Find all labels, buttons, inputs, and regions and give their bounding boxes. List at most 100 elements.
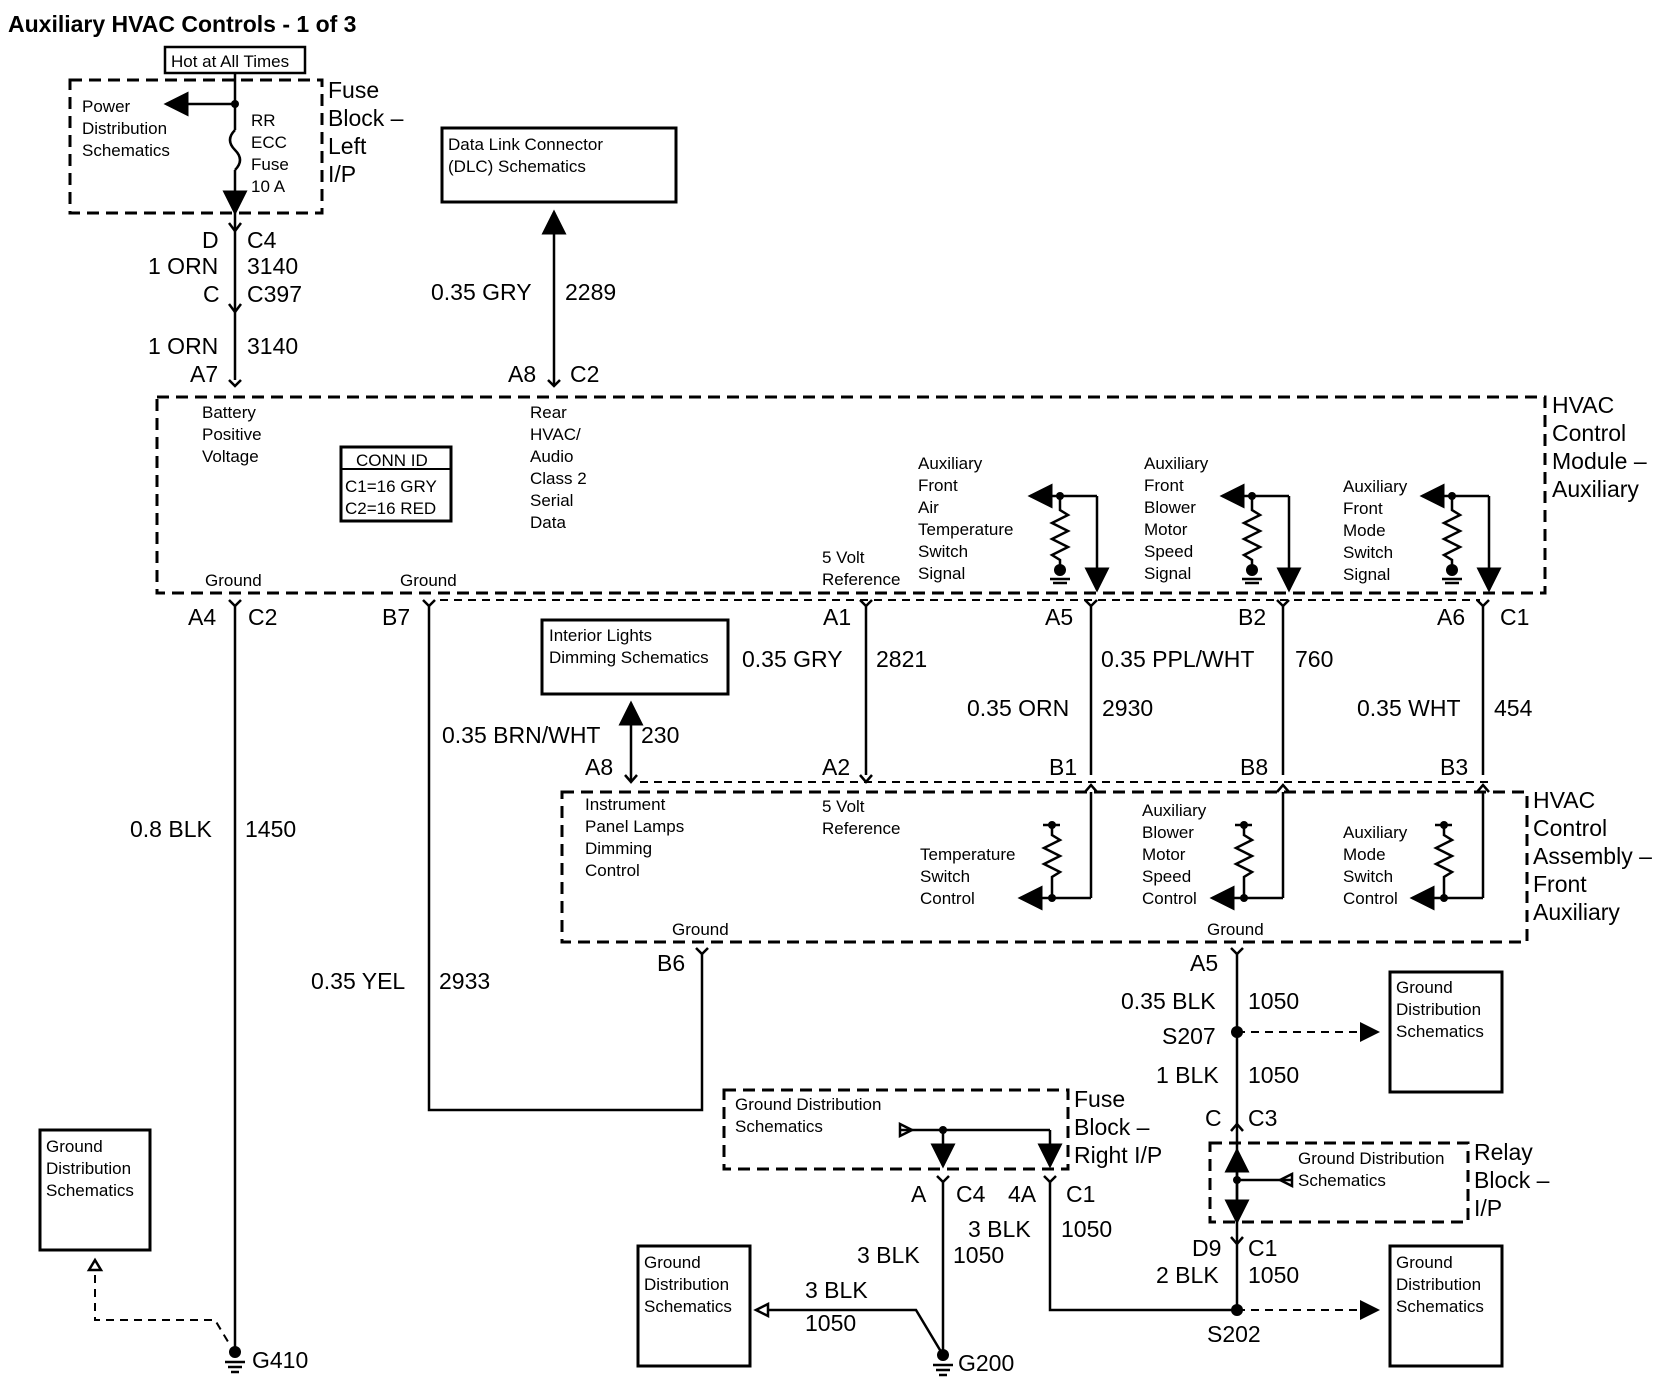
- pin-a6: A6: [1437, 604, 1465, 630]
- pin-c-c3: C: [1205, 1105, 1222, 1131]
- ground-dist-box-s207: Ground Distribution Schematics: [1388, 970, 1504, 1094]
- mode-switch-circuit: [1409, 792, 1485, 911]
- pin-d: D: [202, 227, 219, 253]
- svg-text:Rear: Rear: [530, 403, 567, 422]
- svg-text:ECC: ECC: [251, 133, 287, 152]
- svg-text:Class 2: Class 2: [530, 469, 587, 488]
- mode-signal-label: Auxiliary Front Mode Switch Signal: [1343, 477, 1408, 584]
- pin-a1: A1: [823, 604, 851, 630]
- svg-text:Ground: Ground: [1396, 978, 1453, 997]
- wire-1050c-color: 2 BLK: [1156, 1262, 1219, 1288]
- assembly-five-volt-2: Reference: [822, 819, 900, 838]
- svg-text:Signal: Signal: [1144, 564, 1191, 583]
- svg-text:Speed: Speed: [1142, 867, 1191, 886]
- pin-a8-assembly: A8: [585, 754, 613, 780]
- hvac-control-assembly-box: [560, 790, 1529, 944]
- svg-text:Front: Front: [1343, 499, 1383, 518]
- assembly-ground-2: Ground: [1207, 920, 1264, 939]
- five-volt-ref-label-2: Reference: [822, 570, 900, 589]
- svg-text:Data: Data: [530, 513, 566, 532]
- wire-2930-num: 2930: [1102, 695, 1153, 721]
- wire-3blk-3-num: 1050: [805, 1310, 856, 1336]
- pin-4a: 4A: [1008, 1181, 1037, 1207]
- wire-2933: [427, 606, 704, 1112]
- wire-454-color: 0.35 WHT: [1357, 695, 1461, 721]
- air-temp-signal-label: Auxiliary Front Air Temperature Switch S…: [918, 454, 1013, 583]
- svg-text:Right I/P: Right I/P: [1074, 1142, 1162, 1168]
- relay-block-name: Relay Block – I/P: [1474, 1139, 1550, 1221]
- wire-3blk-1-num: 1050: [1061, 1216, 1112, 1242]
- wire-230-color: 0.35 BRN/WHT: [442, 722, 600, 748]
- svg-text:RR: RR: [251, 111, 276, 130]
- svg-text:10 A: 10 A: [251, 177, 286, 196]
- relay-block-box: [1208, 1141, 1470, 1224]
- svg-text:Control: Control: [585, 861, 640, 880]
- hvac-module-name: HVAC Control Module – Auxiliary: [1552, 392, 1647, 502]
- conn-c4-fuse-right: C4: [956, 1181, 986, 1207]
- ground-g200-symbol: [933, 1349, 953, 1377]
- blower-switch-circuit: [1209, 792, 1285, 911]
- pin-a8-top: A8: [508, 361, 536, 387]
- svg-text:Auxiliary: Auxiliary: [1144, 454, 1209, 473]
- conn-id-box: [339, 445, 453, 523]
- relay-gds-1: Ground Distribution: [1298, 1149, 1444, 1168]
- temp-switch-control-label: Temperature Switch Control: [920, 845, 1015, 908]
- diagram-title: Auxiliary HVAC Controls - 1 of 3: [8, 11, 356, 37]
- wire-1050a-num: 1050: [1248, 988, 1299, 1014]
- conn-id-c2: C2=16 RED: [345, 499, 436, 518]
- pin-b3: B3: [1440, 754, 1468, 780]
- wire-3140b-color: 1 ORN: [148, 333, 218, 359]
- pin-c: C: [203, 281, 220, 307]
- serial-data-label: Rear HVAC/ Audio Class 2 Serial Data: [530, 403, 587, 532]
- wire-3blk-1-color: 3 BLK: [968, 1216, 1031, 1242]
- wire-3140a-num: 3140: [247, 253, 298, 279]
- wire-230-num: 230: [641, 722, 679, 748]
- svg-text:Distribution: Distribution: [1396, 1275, 1481, 1294]
- dlc-label-2: (DLC) Schematics: [448, 157, 586, 176]
- conn-id-title: CONN ID: [356, 451, 428, 470]
- wire-1050b-num: 1050: [1248, 1062, 1299, 1088]
- wire-1050a-color: 0.35 BLK: [1121, 988, 1216, 1014]
- svg-text:Switch: Switch: [1343, 543, 1393, 562]
- svg-text:Distribution: Distribution: [82, 119, 167, 138]
- svg-text:Control: Control: [1533, 815, 1607, 841]
- svg-text:Signal: Signal: [1343, 565, 1390, 584]
- svg-text:Schematics: Schematics: [82, 141, 170, 160]
- air-temp-sensor-circuit: [1027, 483, 1110, 593]
- hvac-assembly-name: HVAC Control Assembly – Front Auxiliary: [1533, 787, 1652, 925]
- dlc-box: [440, 126, 678, 204]
- svg-text:Switch: Switch: [918, 542, 968, 561]
- svg-text:Front: Front: [1533, 871, 1587, 897]
- conn-c4: C4: [247, 227, 277, 253]
- wire-2821-num: 2821: [876, 646, 927, 672]
- svg-text:Temperature: Temperature: [918, 520, 1013, 539]
- fuse-symbol: [228, 129, 242, 171]
- pin-b2: B2: [1238, 604, 1266, 630]
- svg-text:Switch: Switch: [1343, 867, 1393, 886]
- wire-3140b-num: 3140: [247, 333, 298, 359]
- fuse-right-gds-1: Ground Distribution: [735, 1095, 881, 1114]
- module-bottom-connectors: [228, 599, 1490, 608]
- assembly-five-volt-1: 5 Volt: [822, 797, 865, 816]
- svg-text:Blower: Blower: [1142, 823, 1194, 842]
- svg-text:Block –: Block –: [328, 105, 404, 131]
- svg-text:Module –: Module –: [1552, 448, 1647, 474]
- svg-text:Fuse: Fuse: [1074, 1086, 1125, 1112]
- dlc-label-1: Data Link Connector: [448, 135, 603, 154]
- pin-d9: D9: [1192, 1235, 1221, 1261]
- svg-text:Fuse: Fuse: [328, 77, 379, 103]
- wire-3blk-3-color: 3 BLK: [805, 1277, 868, 1303]
- wire-1050b-color: 1 BLK: [1156, 1062, 1219, 1088]
- module-ground-2: Ground: [400, 571, 457, 590]
- wire-2289-num: 2289: [565, 279, 616, 305]
- svg-text:Mode: Mode: [1343, 845, 1386, 864]
- svg-text:Ground: Ground: [644, 1253, 701, 1272]
- ground-g200-label: G200: [958, 1350, 1014, 1376]
- pin-b1: B1: [1049, 754, 1077, 780]
- svg-text:Serial: Serial: [530, 491, 573, 510]
- pin-a4: A4: [188, 604, 216, 630]
- fuse-block-left-name: Fuse Block – Left I/P: [328, 77, 404, 187]
- fuse-block-right-box: [722, 1088, 1070, 1171]
- svg-text:Auxiliary: Auxiliary: [1343, 477, 1408, 496]
